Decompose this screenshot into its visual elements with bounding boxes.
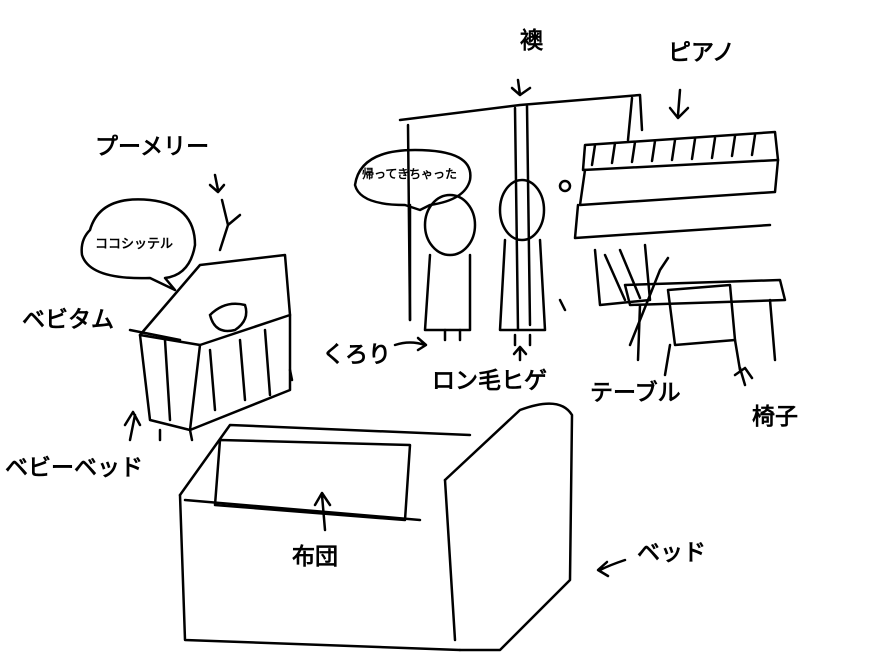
bed-label: ベッド: [637, 540, 706, 566]
long-hair-beard-label: ロン毛ヒゲ: [432, 368, 547, 394]
baby-speech-text: ココシッテル: [95, 237, 174, 252]
baby-bed-drawing: [123, 173, 294, 442]
piano-drawing: [573, 88, 780, 307]
table-chair-drawing: [623, 256, 787, 387]
kurori-label: くろり: [322, 342, 391, 368]
futon-label: 布団: [292, 544, 338, 570]
table-label: テーブル: [590, 380, 681, 406]
baby-name-label: ベビタム: [22, 307, 114, 333]
mobile-label: プーメリー: [95, 134, 210, 160]
people-drawing: [393, 178, 547, 362]
fusuma-drawing: [398, 78, 644, 332]
fusuma-label: 襖: [520, 28, 543, 54]
speech-bubbles-drawing: [80, 148, 472, 322]
piano-label: ピアノ: [668, 40, 735, 66]
chair-label: 椅子: [752, 404, 798, 430]
person-speech-text: 帰ってきちゃった: [362, 167, 458, 181]
futon-bed-drawing: [178, 402, 627, 652]
baby-bed-label: ベビーベッド: [5, 455, 143, 481]
